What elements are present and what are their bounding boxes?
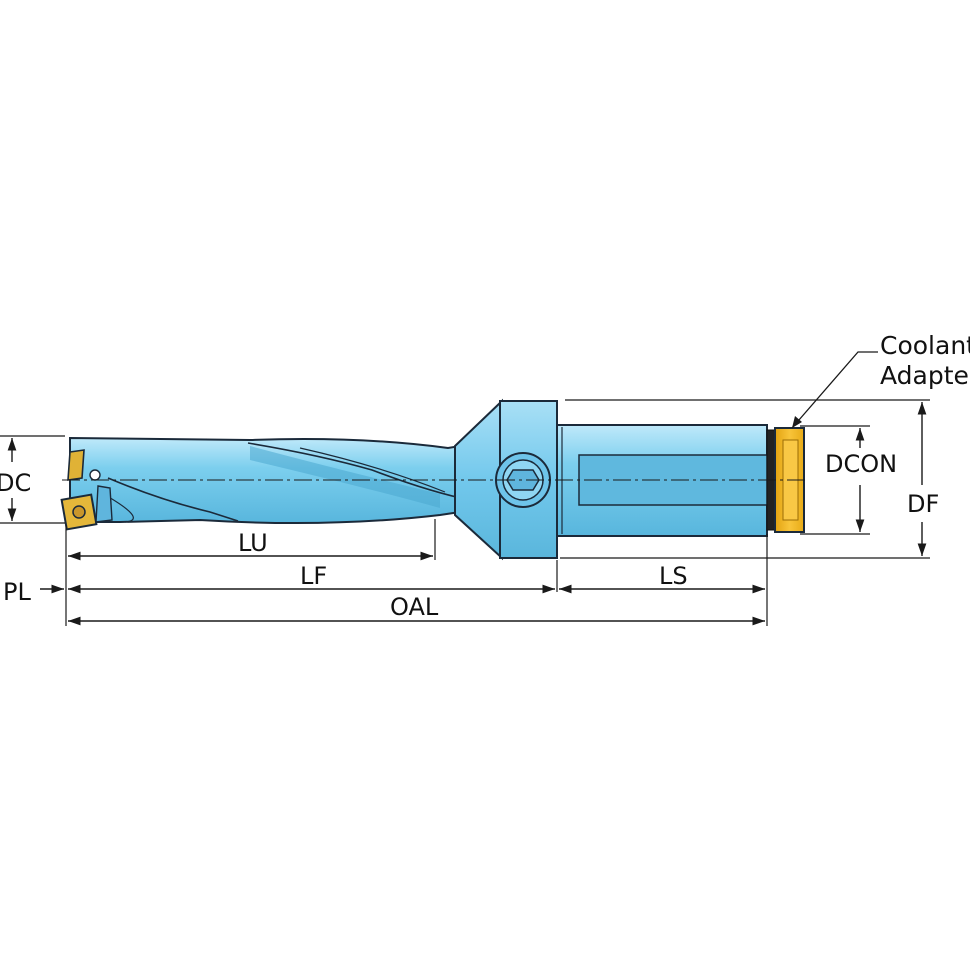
lf-label: LF: [300, 562, 327, 590]
dc-label: DC: [0, 469, 31, 497]
pl-label: PL: [3, 578, 31, 606]
flute-3: [107, 477, 239, 522]
insert-top: [67, 449, 85, 481]
lu-label: LU: [238, 529, 268, 557]
callout-arrowhead: [792, 416, 802, 428]
df-label: DF: [907, 490, 939, 518]
flute-2: [299, 447, 446, 493]
callout-line-2: Adapter: [880, 361, 970, 390]
ls-label: LS: [659, 562, 688, 590]
flute-shadow: [250, 446, 440, 508]
coolant-hole: [89, 469, 101, 481]
flute-1: [247, 442, 471, 501]
insert-screw: [72, 505, 86, 519]
oal-label: OAL: [390, 593, 439, 621]
pocket: [95, 485, 113, 523]
dcon-label: DCON: [825, 450, 897, 478]
callout-line-1: Coolant: [880, 331, 970, 360]
drill-body: [69, 436, 461, 525]
callout-leader: [791, 351, 878, 429]
